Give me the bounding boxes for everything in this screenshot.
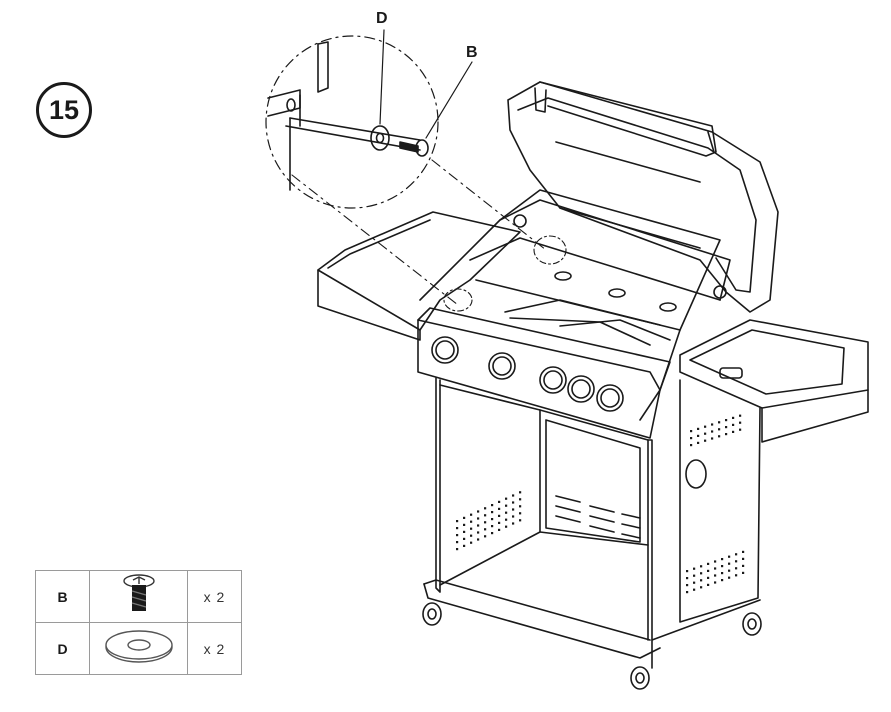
parts-table: B x 2 D x 2 [35,570,242,675]
callout-b-label: B [466,44,478,61]
vent-slots [555,495,641,539]
caster-wheel-back-right [742,612,762,636]
grill-cart [423,377,761,669]
control-panel [417,307,671,439]
step-number-badge: 15 [36,82,92,138]
right-detail-marker [533,235,567,265]
left-detail-marker [443,288,473,312]
detail-zoom-circle [265,29,547,306]
part-code: D [35,622,90,675]
part-code: B [35,570,90,623]
washer-d-detail [370,125,390,151]
step-number: 15 [48,94,80,125]
burner-knob-1 [431,336,459,364]
caster-wheel-front-right [630,666,650,690]
parts-row-b: B x 2 [35,570,242,623]
screw-b-detail [399,139,429,157]
part-quantity: x 2 [187,622,242,675]
burner-knob-3 [539,366,567,394]
part-quantity: x 2 [187,570,242,623]
caster-wheel-front-left [422,602,442,626]
side-panel-perforations [456,414,745,594]
left-side-shelf [317,211,521,341]
parts-row-d: D x 2 [35,622,242,675]
burner-knob-5 [596,384,624,412]
burner-knob-4 [567,375,595,403]
grill-lid [507,81,779,313]
right-side-shelf [679,319,869,443]
screw-icon [122,574,155,611]
callout-d-label: D [376,10,388,27]
burner-knob-2 [488,352,516,380]
washer-icon [104,630,173,663]
